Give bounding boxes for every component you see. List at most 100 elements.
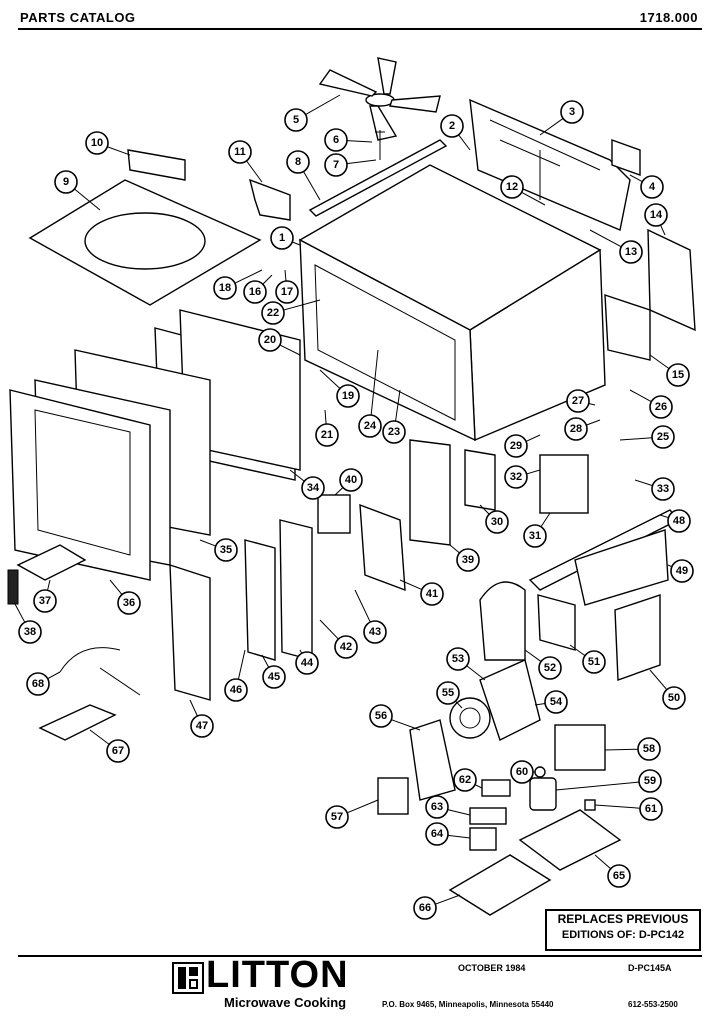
- shelf-plate-drawing: [28, 179, 262, 306]
- callout-66: 66: [413, 896, 437, 920]
- callout-label: 7: [333, 159, 339, 171]
- leader-line-32: [526, 469, 541, 475]
- callout-49: 49: [670, 559, 694, 583]
- leader-line-63: [447, 809, 471, 816]
- callout-label: 62: [459, 774, 471, 786]
- transformer-drawing: [554, 724, 606, 771]
- callout-label: 30: [491, 516, 503, 528]
- callout-label: 59: [644, 775, 656, 787]
- leader-line-34: [289, 469, 305, 482]
- callout-label: 56: [375, 710, 387, 722]
- callout-64: 64: [425, 822, 449, 846]
- leader-line-52: [524, 649, 542, 662]
- leader-line-50: [649, 669, 668, 690]
- leader-lines: [14, 94, 673, 905]
- callout-24: 24: [358, 414, 382, 438]
- callout-label: 15: [672, 369, 684, 381]
- replaces-label: EDITIONS OF:: [561, 929, 636, 941]
- callout-67: 67: [106, 739, 130, 763]
- callout-1: 1: [270, 226, 294, 250]
- header-rule: [18, 28, 702, 30]
- duct-49-drawing: [574, 529, 669, 606]
- footer-rule: [18, 955, 702, 957]
- callout-label: 29: [510, 440, 522, 452]
- plate-51-drawing: [537, 594, 576, 651]
- capacitor-drawing: [529, 777, 557, 811]
- leader-line-22: [283, 299, 321, 311]
- replaces-notice: REPLACES PREVIOUS EDITIONS OF: D-PC142: [545, 909, 701, 951]
- leader-line-38: [14, 603, 26, 623]
- callout-label: 8: [295, 156, 301, 168]
- callout-42: 42: [334, 635, 358, 659]
- callout-label: 26: [655, 401, 667, 413]
- fan-blade-drawing: [318, 57, 441, 141]
- callout-30: 30: [485, 510, 509, 534]
- blower-housing-drawing: [479, 659, 541, 741]
- callout-39: 39: [456, 548, 480, 572]
- callout-56: 56: [369, 704, 393, 728]
- leader-line-40: [334, 487, 344, 496]
- replaces-doc: D-PC142: [638, 929, 685, 941]
- leader-line-57: [346, 799, 379, 814]
- callout-23: 23: [382, 420, 406, 444]
- callout-label: 6: [333, 134, 339, 146]
- callout-32: 32: [504, 465, 528, 489]
- circuit-board-65-drawing: [518, 809, 622, 871]
- callout-54: 54: [544, 690, 568, 714]
- callout-44: 44: [295, 651, 319, 675]
- leader-line-61: [594, 804, 641, 809]
- switch-bracket-drawing: [359, 503, 406, 592]
- callout-label: 19: [342, 390, 354, 402]
- callout-label: 51: [588, 656, 600, 668]
- motor-mount-drawing: [409, 719, 456, 801]
- leader-line-2: [458, 134, 471, 151]
- leader-line-21: [324, 409, 327, 425]
- callout-label: 33: [657, 483, 669, 495]
- callout-12: 12: [500, 175, 524, 199]
- small-bracket-drawing: [611, 139, 641, 176]
- leader-line-26: [629, 389, 652, 403]
- callout-label: 20: [264, 334, 276, 346]
- leader-line-31: [540, 512, 551, 528]
- callout-43: 43: [363, 620, 387, 644]
- leader-line-59: [555, 781, 640, 791]
- brand-name: LITTON: [206, 954, 349, 996]
- choke-bracket-drawing: [409, 439, 451, 546]
- leader-line-54: [534, 703, 546, 706]
- leader-line-17: [284, 269, 287, 282]
- fuse-block-drawing: [38, 704, 117, 741]
- callout-57: 57: [325, 805, 349, 829]
- callout-53: 53: [446, 647, 470, 671]
- callout-label: 52: [544, 662, 556, 674]
- callout-label: 43: [369, 626, 381, 638]
- callout-68: 68: [26, 672, 50, 696]
- leader-line-39: [449, 544, 460, 554]
- callout-14: 14: [644, 203, 668, 227]
- leader-line-68: [47, 671, 61, 680]
- callout-65: 65: [607, 864, 631, 888]
- leader-line-42: [319, 619, 339, 640]
- callout-22: 22: [261, 301, 285, 325]
- callout-label: 38: [24, 626, 36, 638]
- callout-label: 46: [230, 684, 242, 696]
- leader-line-15: [649, 354, 670, 370]
- callout-47: 47: [190, 714, 214, 738]
- leader-line-7: [346, 159, 377, 165]
- blower-motor-drawing: [377, 777, 409, 815]
- callout-label: 9: [63, 176, 69, 188]
- callout-label: 24: [364, 420, 377, 432]
- callout-label: 54: [550, 696, 563, 708]
- callout-38: 38: [18, 620, 42, 644]
- leader-line-12: [521, 191, 546, 206]
- callout-2: 2: [440, 114, 464, 138]
- catalog-number: 1718.000: [639, 10, 698, 25]
- callout-5: 5: [284, 108, 308, 132]
- callout-50: 50: [662, 686, 686, 710]
- callout-52: 52: [538, 656, 562, 680]
- callout-13: 13: [619, 240, 643, 264]
- callout-label: 39: [462, 554, 474, 566]
- callout-label: 13: [625, 246, 637, 258]
- latch-drawing: [7, 569, 19, 605]
- callout-label: 45: [268, 671, 280, 683]
- callout-label: 40: [345, 474, 357, 486]
